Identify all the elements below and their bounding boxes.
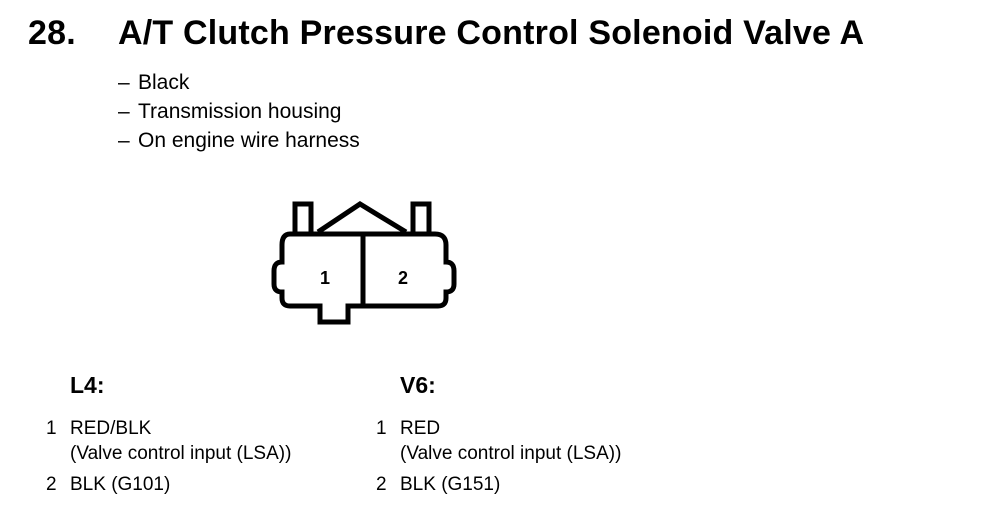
detail-text: On engine wire harness [138, 129, 360, 152]
pin-number: 1 [376, 418, 387, 439]
dash-mark: – [118, 129, 130, 152]
v6-pin-2: 2 BLK (G151) [376, 472, 621, 497]
pin-number: 2 [46, 474, 57, 495]
pin-wire: RED/BLK (Valve control input (LSA)) [70, 416, 291, 466]
pin-wire: RED (Valve control input (LSA)) [400, 416, 621, 466]
detail-harness: –On engine wire harness [118, 126, 360, 155]
detail-color: –Black [118, 68, 360, 97]
pin-number: 1 [46, 418, 57, 439]
pin-number: 2 [376, 474, 387, 495]
section-number: 28. [28, 14, 76, 52]
v6-pin-1: 1 RED (Valve control input (LSA)) [376, 416, 621, 466]
dash-mark: – [118, 100, 130, 123]
pin-label-1: 1 [320, 268, 330, 288]
detail-text: Black [138, 71, 190, 94]
page-title: A/T Clutch Pressure Control Solenoid Val… [118, 14, 865, 52]
connector-latch-left [292, 201, 314, 232]
wire-function: (Valve control input (LSA)) [70, 443, 292, 464]
v6-pin-list: 1 RED (Valve control input (LSA)) 2 BLK … [376, 416, 621, 497]
pin-label-2: 2 [398, 268, 408, 288]
wire-color: RED/BLK [70, 418, 152, 439]
wire-function: (Valve control input (LSA)) [400, 443, 622, 464]
l4-pin-2: 2 BLK (G101) [46, 472, 291, 497]
pin-wire: BLK (G101) [70, 472, 170, 497]
l4-pin-list: 1 RED/BLK (Valve control input (LSA)) 2 … [46, 416, 291, 497]
connector-shroud [316, 201, 408, 235]
v6-heading: V6: [400, 372, 436, 398]
l4-heading: L4: [70, 372, 105, 398]
dash-mark: – [118, 71, 130, 94]
detail-location: –Transmission housing [118, 97, 360, 126]
component-details: –Black –Transmission housing –On engine … [118, 68, 360, 155]
connector-diagram: 1 2 [271, 201, 457, 325]
connector-body [271, 231, 457, 325]
l4-pin-1: 1 RED/BLK (Valve control input (LSA)) [46, 416, 291, 466]
wire-color: BLK (G101) [70, 474, 171, 495]
detail-text: Transmission housing [138, 100, 342, 123]
pin-wire: BLK (G151) [400, 472, 500, 497]
connector-latch-right [410, 201, 432, 232]
wire-color: RED [400, 418, 441, 439]
wire-color: BLK (G151) [400, 474, 501, 495]
